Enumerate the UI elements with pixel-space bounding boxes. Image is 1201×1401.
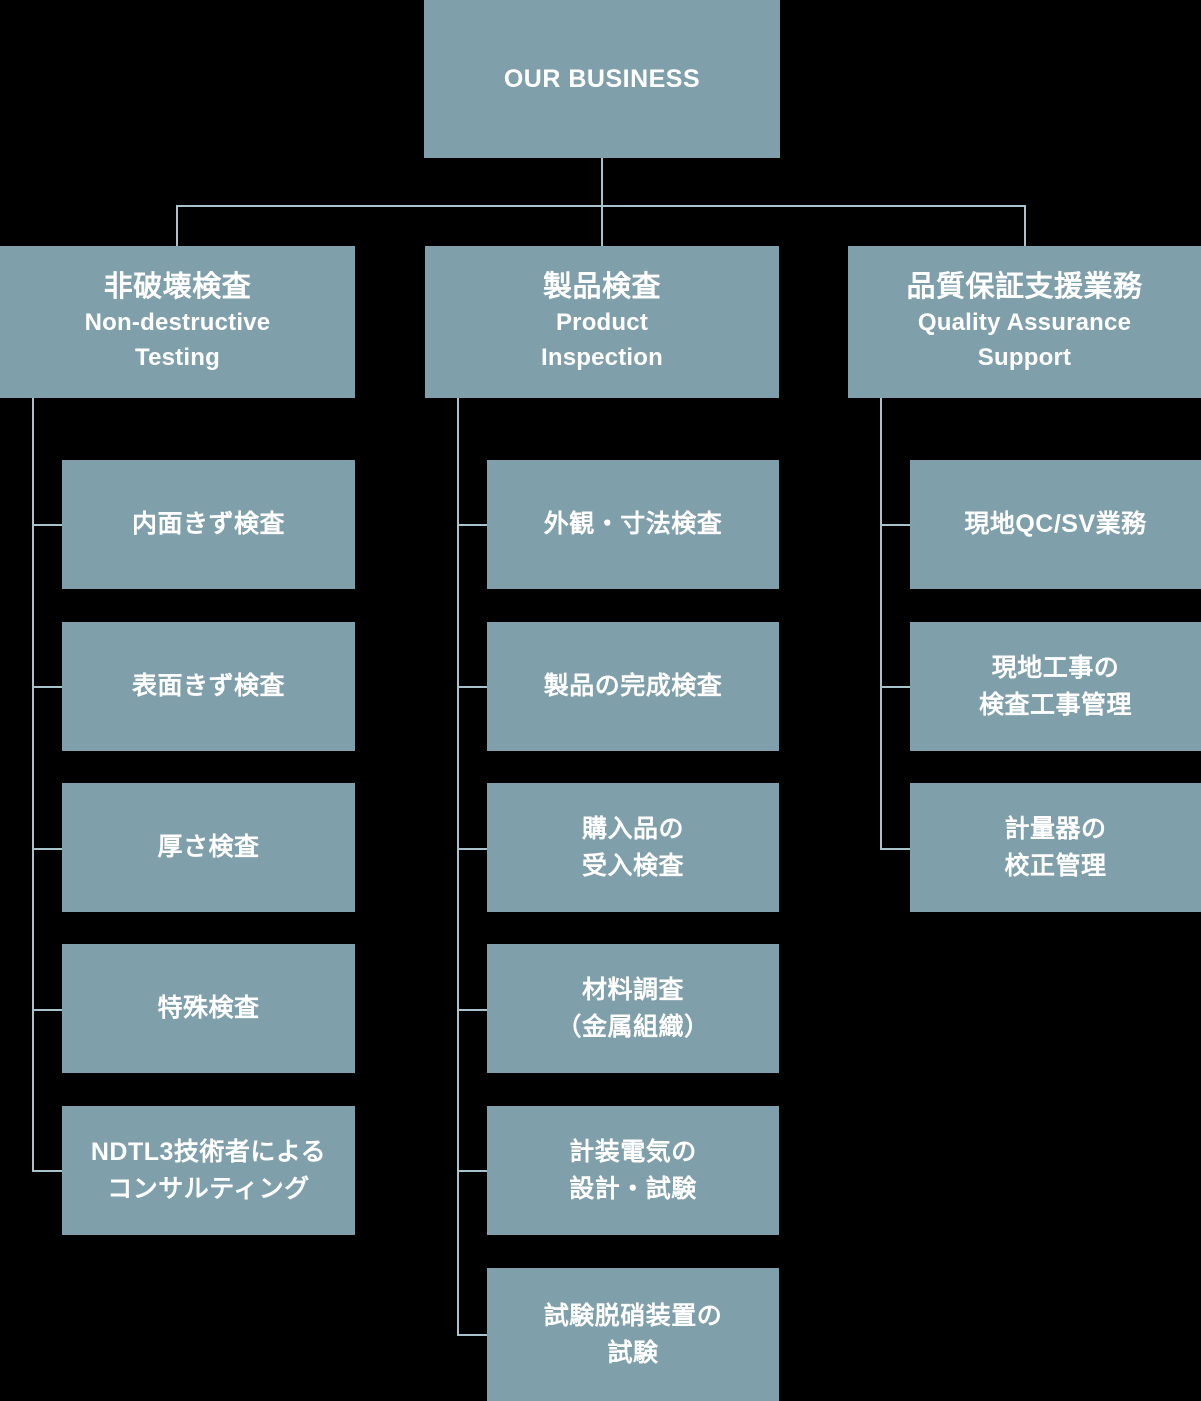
connector-spine-col2 [457, 398, 459, 1336]
connector-stub-col2-5 [457, 1170, 487, 1172]
branch-header-jp-label: 品質保証支援業務 [906, 271, 1143, 304]
connector-stub-col1-5 [32, 1170, 62, 1172]
leaf-line: 内面きず検査 [131, 510, 285, 539]
connector-bus-drop-col2 [601, 205, 603, 247]
leaf-node[interactable]: 厚さ検査 [62, 783, 355, 912]
leaf-node[interactable]: 特殊検査 [62, 944, 355, 1073]
root-label: OUR BUSINESS [503, 65, 701, 93]
leaf-node[interactable]: 計量器の 校正管理 [910, 783, 1201, 912]
leaf-line: 計装電気の [569, 1138, 697, 1167]
connector-stub-col3-3 [880, 848, 910, 850]
leaf-line: 受入検査 [581, 851, 684, 880]
connector-stub-col1-1 [32, 524, 62, 526]
connector-stub-col1-3 [32, 848, 62, 850]
leaf-node[interactable]: 購入品の 受入検査 [487, 783, 779, 912]
leaf-line: 材料調査 [581, 976, 684, 1005]
connector-stub-col3-2 [880, 686, 910, 688]
leaf-line: 検査工事管理 [978, 690, 1132, 719]
branch-header-en-label: Non-destructive Testing [84, 309, 271, 371]
connector-stub-col2-4 [457, 1009, 487, 1011]
leaf-line: 特殊検査 [157, 994, 260, 1023]
leaf-line: 計量器の [1004, 815, 1107, 844]
leaf-node[interactable]: 表面きず検査 [62, 622, 355, 751]
branch-header-en-label: Quality Assurance Support [917, 309, 1132, 371]
branch-header-jp-label: 非破壊検査 [103, 271, 252, 304]
leaf-node[interactable]: NDTL3技術者による コンサルティング [62, 1106, 355, 1235]
connector-stub-col2-1 [457, 524, 487, 526]
branch-header-quality-assurance-support[interactable]: 品質保証支援業務 Quality Assurance Support [848, 246, 1201, 398]
leaf-node[interactable]: 製品の完成検査 [487, 622, 779, 751]
leaf-node[interactable]: 材料調査 （金属組織） [487, 944, 779, 1073]
leaf-line: 購入品の [581, 815, 684, 844]
connector-spine-col1 [32, 398, 34, 1172]
connector-bus-drop-col3 [1024, 205, 1026, 247]
connector-stub-col2-3 [457, 848, 487, 850]
leaf-line: 校正管理 [1004, 851, 1107, 880]
leaf-line: 厚さ検査 [157, 833, 260, 862]
connector-bus-drop-col1 [176, 205, 178, 247]
leaf-line: （金属組織） [556, 1012, 710, 1041]
leaf-line: 試験脱硝装置の [543, 1302, 723, 1331]
branch-header-en-label: Product Inspection [540, 309, 663, 371]
connector-stub-col2-6 [457, 1334, 487, 1336]
leaf-line: コンサルティング [107, 1174, 310, 1203]
branch-header-product-inspection[interactable]: 製品検査 Product Inspection [425, 246, 779, 398]
leaf-node[interactable]: 現地工事の 検査工事管理 [910, 622, 1201, 751]
leaf-node[interactable]: 内面きず検査 [62, 460, 355, 589]
branch-header-jp-label: 製品検査 [542, 271, 661, 304]
leaf-line: 製品の完成検査 [543, 672, 723, 701]
connector-stub-col3-1 [880, 524, 910, 526]
leaf-node[interactable]: 外観・寸法検査 [487, 460, 779, 589]
leaf-node[interactable]: 計装電気の 設計・試験 [487, 1106, 779, 1235]
root-node-our-business[interactable]: OUR BUSINESS [424, 0, 780, 158]
connector-root-drop [601, 158, 603, 206]
leaf-line: 試験 [607, 1338, 659, 1367]
leaf-line: 表面きず検査 [131, 672, 285, 701]
leaf-line: NDTL3技術者による [90, 1138, 327, 1167]
connector-stub-col1-2 [32, 686, 62, 688]
leaf-node[interactable]: 試験脱硝装置の 試験 [487, 1268, 779, 1401]
connector-stub-col1-4 [32, 1009, 62, 1011]
leaf-line: 設計・試験 [569, 1174, 697, 1203]
leaf-node[interactable]: 現地QC/SV業務 [910, 460, 1201, 589]
leaf-line: 外観・寸法検査 [543, 510, 723, 539]
branch-header-non-destructive-testing[interactable]: 非破壊検査 Non-destructive Testing [0, 246, 355, 398]
leaf-line: 現地QC/SV業務 [964, 510, 1147, 539]
leaf-line: 現地工事の [991, 654, 1120, 683]
connector-spine-col3 [880, 398, 882, 850]
connector-stub-col2-2 [457, 686, 487, 688]
